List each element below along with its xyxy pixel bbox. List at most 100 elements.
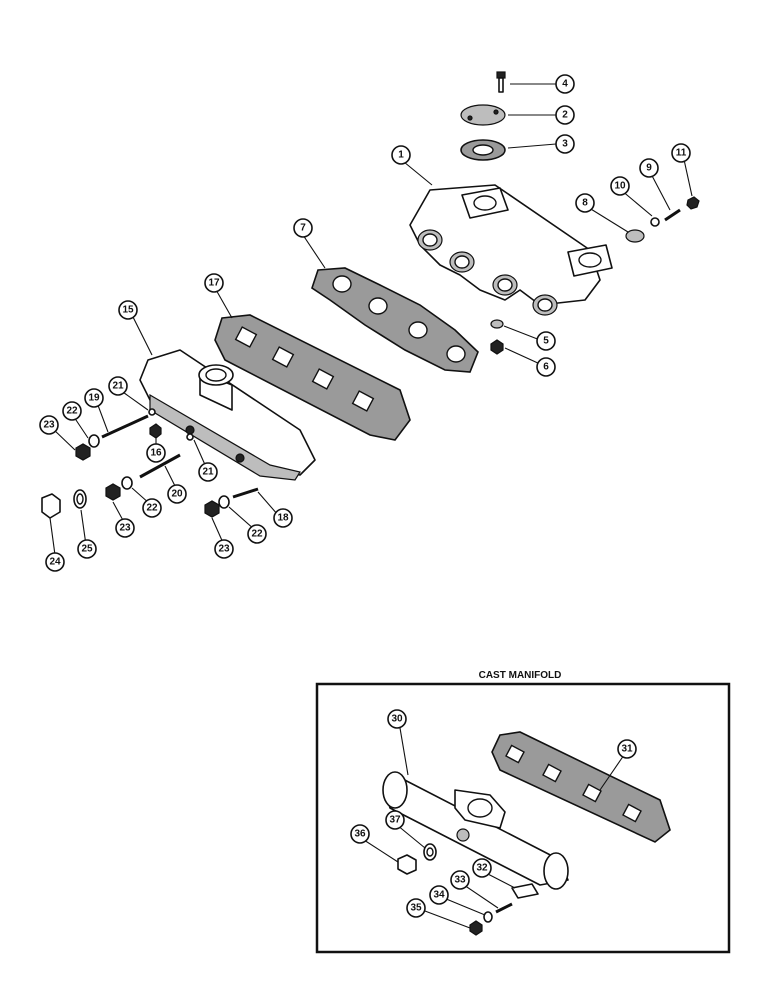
svg-text:24: 24: [49, 557, 61, 568]
callout-7: 7: [293, 218, 313, 238]
svg-text:5: 5: [543, 336, 549, 347]
svg-text:35: 35: [410, 903, 422, 914]
svg-text:37: 37: [389, 815, 401, 826]
callout-23-lower: 23: [214, 539, 234, 559]
stud-part-33: [495, 902, 513, 914]
svg-text:11: 11: [676, 148, 687, 159]
washer-part-22-upper: [88, 434, 100, 448]
svg-text:7: 7: [300, 223, 306, 234]
callout-9: 9: [639, 158, 659, 178]
svg-text:16: 16: [150, 448, 162, 459]
svg-text:25: 25: [81, 544, 93, 555]
callout-2: 2: [555, 105, 575, 125]
stud-part-20: [139, 453, 181, 479]
svg-text:10: 10: [614, 181, 626, 192]
plug-part-36: [397, 854, 417, 875]
callout-10: 10: [610, 176, 630, 196]
svg-text:6: 6: [543, 362, 549, 373]
callout-21-lower: 21: [198, 462, 218, 482]
inset-frame: [315, 682, 731, 954]
callout-36: 36: [350, 824, 370, 844]
bolt-part-4: [496, 71, 506, 93]
svg-text:20: 20: [171, 489, 183, 500]
washer-part-5: [490, 319, 504, 329]
svg-text:23: 23: [218, 544, 230, 555]
svg-text:33: 33: [454, 875, 466, 886]
nut-part-23-mid: [105, 483, 121, 501]
callout-5: 5: [536, 331, 556, 351]
plug-part-16: [149, 423, 162, 439]
callout-35: 35: [406, 898, 426, 918]
svg-text:8: 8: [582, 198, 588, 209]
callout-22-lower: 22: [247, 524, 267, 544]
callout-33: 33: [450, 870, 470, 890]
callout-20: 20: [167, 484, 187, 504]
seal-part-21-lower: [186, 433, 194, 441]
callout-31: 31: [617, 739, 637, 759]
svg-text:22: 22: [66, 406, 78, 417]
exhaust-manifold-part-15: [139, 349, 316, 481]
callout-8: 8: [575, 193, 595, 213]
cast-manifold-part-30: [382, 771, 569, 890]
callout-37: 37: [385, 810, 405, 830]
svg-text:22: 22: [251, 529, 263, 540]
plug-part-24: [41, 493, 61, 519]
washer-part-34: [483, 911, 493, 923]
callout-16: 16: [146, 443, 166, 463]
nut-part-35: [469, 920, 483, 936]
callout-19: 19: [84, 388, 104, 408]
callout-4: 4: [555, 74, 575, 94]
ring-part-25: [73, 489, 87, 509]
stud-part-19: [101, 414, 149, 439]
svg-text:23: 23: [119, 523, 131, 534]
svg-text:32: 32: [476, 863, 488, 874]
nut-part-6: [490, 339, 504, 355]
callout-34: 34: [429, 885, 449, 905]
washer-part-22-mid: [121, 476, 133, 490]
nut-part-11: [686, 196, 700, 210]
stud-part-18: [232, 487, 259, 499]
callout-21-upper: 21: [108, 376, 128, 396]
nut-part-23-upper: [75, 443, 91, 461]
svg-text:31: 31: [621, 744, 633, 755]
washer-part-22-lower: [218, 495, 230, 509]
gasket-part-31: [491, 731, 671, 843]
gasket-part-7: [311, 267, 479, 373]
svg-text:23: 23: [43, 420, 55, 431]
callout-23-upper: 23: [39, 415, 59, 435]
callout-25: 25: [77, 539, 97, 559]
plate-part-32: [511, 883, 539, 899]
svg-text:19: 19: [88, 393, 100, 404]
seal-part-21-upper: [148, 408, 156, 416]
svg-text:17: 17: [208, 278, 220, 289]
svg-text:22: 22: [146, 503, 158, 514]
gasket-part-17: [214, 314, 411, 441]
callout-32: 32: [472, 858, 492, 878]
intake-manifold-part: [409, 184, 613, 316]
cover-plate-part-2: [460, 104, 506, 126]
svg-text:1: 1: [398, 150, 404, 161]
callout-1: 1: [391, 145, 411, 165]
callout-15: 15: [118, 300, 138, 320]
svg-text:36: 36: [354, 829, 366, 840]
svg-text:15: 15: [122, 305, 134, 316]
svg-text:21: 21: [112, 381, 124, 392]
callout-22-upper: 22: [62, 401, 82, 421]
callout-6: 6: [536, 357, 556, 377]
stud-part-9: [664, 208, 681, 222]
svg-text:30: 30: [391, 714, 403, 725]
svg-text:21: 21: [202, 467, 214, 478]
svg-text:4: 4: [562, 79, 568, 90]
callout-22-mid: 22: [142, 498, 162, 518]
inset-title: CAST MANIFOLD: [479, 670, 562, 681]
ring-part-37: [423, 843, 437, 861]
callout-23-mid: 23: [115, 518, 135, 538]
svg-text:3: 3: [562, 139, 568, 150]
svg-text:9: 9: [646, 163, 652, 174]
plate-part-8: [625, 229, 645, 243]
callout-11: 11: [671, 143, 691, 163]
callout-3: 3: [555, 134, 575, 154]
callout-18: 18: [273, 508, 293, 528]
svg-text:34: 34: [433, 890, 445, 901]
